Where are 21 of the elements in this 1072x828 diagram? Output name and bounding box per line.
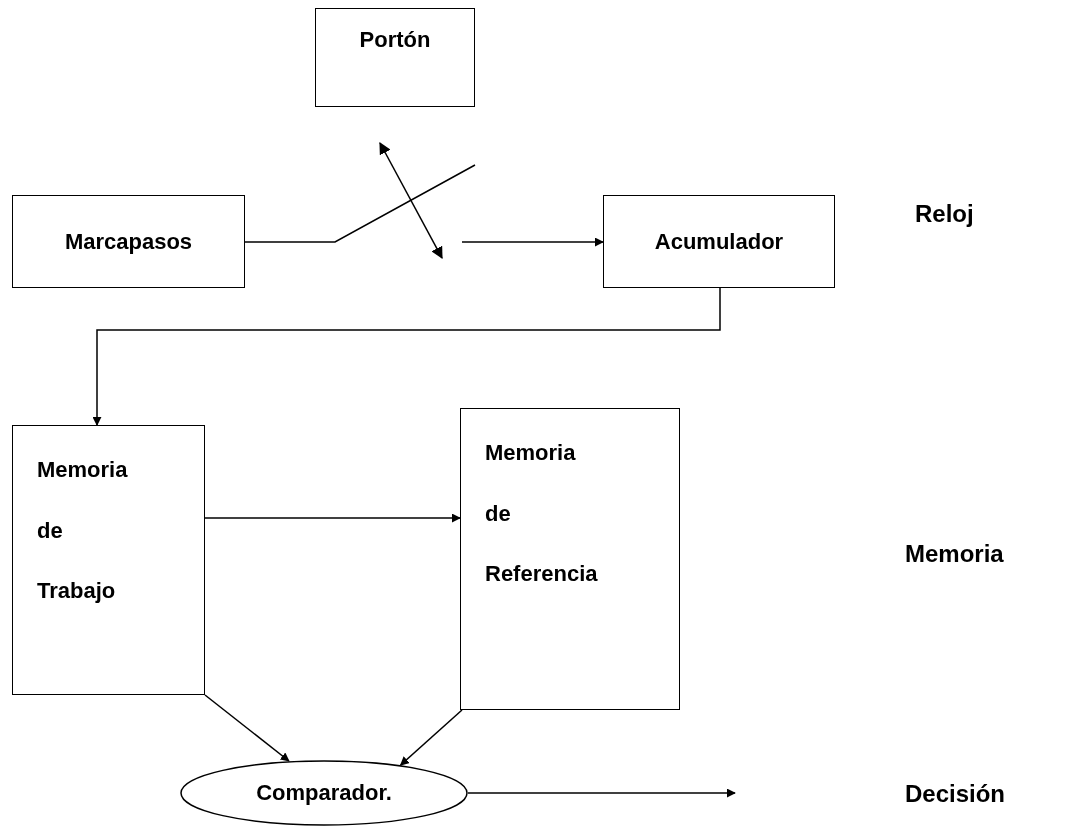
node-label: Marcapasos <box>64 228 193 255</box>
stage-label: Reloj <box>915 200 974 228</box>
node-label: Memoria de Trabajo <box>37 456 128 605</box>
arrow <box>467 788 736 798</box>
arrow <box>92 287 721 426</box>
process-box <box>12 195 245 288</box>
comparator-ellipse <box>180 760 468 826</box>
node-label: Acumulador <box>654 228 784 255</box>
stage-label: Decisión <box>905 780 1006 808</box>
stage-label: Memoria <box>905 540 1004 568</box>
node-label: Comparador. <box>256 780 392 806</box>
arrow <box>461 237 604 247</box>
node-label: Portón <box>359 27 431 53</box>
arrow <box>399 709 463 766</box>
process-box <box>460 408 680 710</box>
process-box <box>315 8 475 107</box>
arrow <box>204 694 290 762</box>
process-box <box>603 195 835 288</box>
arrow <box>204 513 461 523</box>
node-label: Memoria de Referencia <box>485 439 598 588</box>
process-box <box>12 425 205 695</box>
